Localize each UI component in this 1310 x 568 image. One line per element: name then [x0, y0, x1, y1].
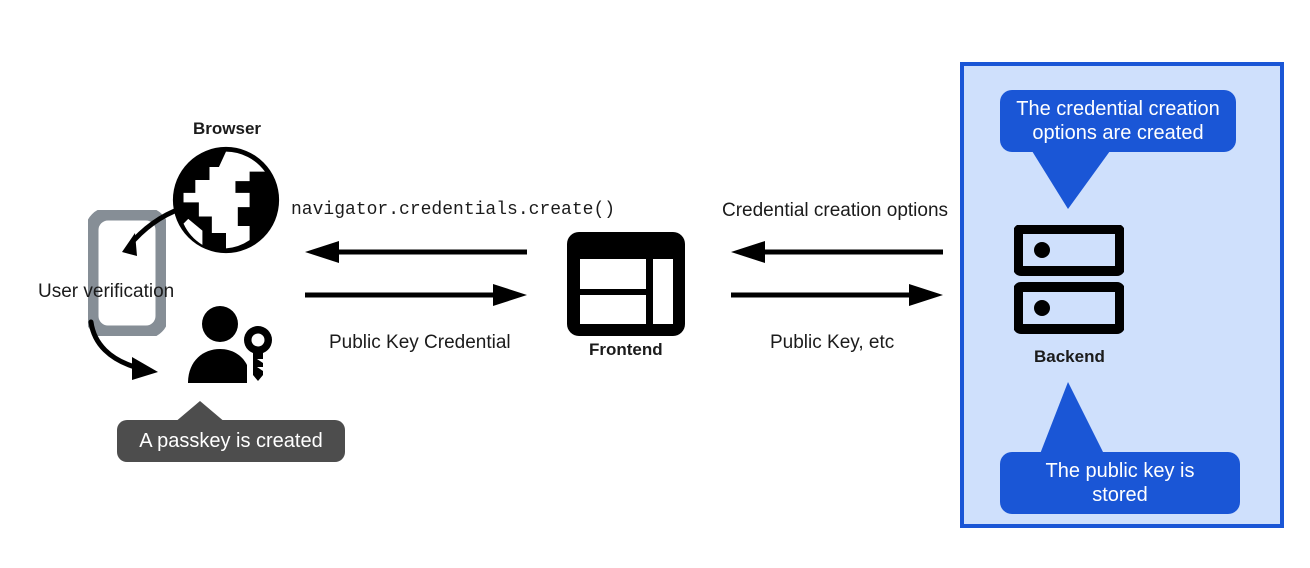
user-verification-label: User verification	[38, 281, 175, 302]
globe-icon	[167, 141, 285, 259]
arrow-frontend-to-browser	[305, 241, 527, 263]
arrow-backend-to-frontend	[731, 241, 943, 263]
smartphone-icon	[88, 210, 166, 336]
arrow-phone-to-user	[84, 318, 194, 388]
credential-options-tooltip-line2: options are created	[1032, 122, 1204, 144]
passkey-tooltip-pointer	[174, 401, 226, 423]
public-key-stored-tooltip-pointer	[1040, 382, 1118, 454]
public-key-credential-label: Public Key Credential	[329, 332, 511, 353]
credential-options-tooltip-pointer	[1032, 151, 1110, 209]
credential-creation-options-label: Credential creation options	[722, 200, 949, 221]
navigator-create-label: navigator.credentials.create()	[291, 200, 616, 220]
public-key-stored-tooltip: The public key is stored	[1000, 452, 1240, 514]
credential-options-created-tooltip: The credential creation options are crea…	[1000, 90, 1236, 152]
public-key-etc-label: Public Key, etc	[770, 332, 895, 353]
arrow-frontend-to-backend	[731, 284, 943, 306]
arrow-browser-to-frontend	[305, 284, 527, 306]
person-with-key-icon	[186, 305, 278, 387]
web-layout-icon	[567, 232, 685, 336]
public-key-stored-tooltip-line2: stored	[1092, 484, 1148, 506]
backend-label: Backend	[1034, 347, 1105, 366]
frontend-label: Frontend	[589, 340, 663, 359]
server-rack-icon	[1014, 225, 1124, 335]
browser-label: Browser	[193, 119, 262, 138]
public-key-stored-tooltip-line1: The public key is	[1045, 459, 1195, 482]
credential-options-tooltip-line1: The credential creation	[1016, 97, 1220, 120]
passkey-created-tooltip: A passkey is created	[117, 420, 345, 462]
